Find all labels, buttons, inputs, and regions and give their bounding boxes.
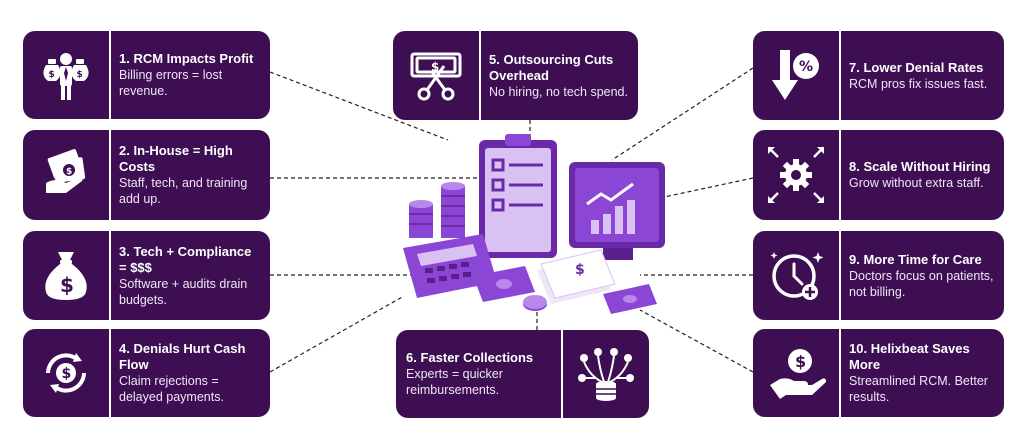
card-number: 2. — [119, 143, 130, 158]
card-title: Faster Collections — [420, 350, 534, 365]
banknote-icon — [603, 284, 657, 314]
receipt-dollar-sign: $ — [575, 262, 585, 278]
card-description: Experts = quicker reimbursements. — [406, 367, 503, 397]
monitor-chart-icon — [569, 162, 665, 260]
money-bags-person-icon: $$ — [43, 53, 89, 100]
card-number: 9. — [849, 251, 860, 267]
card-description: Claim rejections = delayed payments. — [119, 374, 224, 404]
card-scale-without-hiring: 8. Scale Without Hiring Grow without ext… — [753, 130, 1004, 220]
connector-4 — [269, 295, 405, 373]
receipt-stack-icon: $ — [537, 249, 616, 304]
card-more-time-for-care: 9. More Time for Care Doctors focus on p… — [753, 231, 1004, 320]
card-in-house-high-costs: $ 2. In-House = High Costs Staff, tech, … — [23, 130, 270, 220]
connector-7 — [611, 67, 754, 161]
dollar-cycle-icon: $ — [46, 353, 86, 393]
cash-in-hand-icon: $ — [46, 149, 86, 193]
card-description: Grow without extra staff. — [849, 176, 984, 190]
svg-text:$: $ — [60, 273, 74, 297]
card-number: 1. — [119, 51, 130, 66]
card-title: Helixbeat Saves More — [849, 341, 970, 372]
card-description: Staff, tech, and training add up. — [119, 176, 248, 206]
card-tech-compliance: $ 3. Tech + Compliance = $$$ Software + … — [23, 231, 270, 320]
card-title: Lower Denial Rates — [863, 59, 984, 75]
card-title: In-House = High Costs — [119, 143, 233, 174]
card-number: 4. — [119, 341, 130, 356]
card-description: Billing errors = lost revenue. — [119, 68, 223, 98]
money-bag-icon: $ — [45, 251, 87, 300]
database-network-icon — [578, 348, 634, 401]
calculator-icon — [403, 234, 497, 298]
card-number: 8. — [849, 159, 860, 174]
coin-icon — [523, 295, 547, 311]
card-rcm-impacts-profit: $$ 1. RCM Impacts Profit Billing errors … — [23, 31, 270, 119]
scissors-banknote-icon: $ — [410, 52, 462, 100]
coin-stack-icon — [409, 182, 465, 238]
card-lower-denial-rates: % 7. Lower Denial Rates RCM pros fix iss… — [753, 31, 1004, 120]
connector-1 — [269, 71, 449, 141]
finance-desk-illustration-icon: $ — [403, 134, 665, 314]
svg-text:$: $ — [62, 366, 72, 382]
card-description: Software + audits drain budgets. — [119, 276, 248, 307]
banknote-icon — [473, 266, 535, 302]
svg-text:$: $ — [49, 70, 55, 80]
card-number: 7. — [849, 59, 860, 75]
card-description: Doctors focus on patients, not billing. — [849, 268, 994, 299]
card-helixbeat-saves-more: $ 10. Helixbeat Saves More Streamlined R… — [753, 329, 1004, 417]
percent-down-arrow-icon: % — [772, 49, 819, 100]
card-title: More Time for Care — [863, 251, 982, 267]
svg-text:$: $ — [66, 167, 72, 177]
card-number: 6. — [406, 350, 417, 365]
card-outsourcing-cuts-overhead: $ 5. Outsourcing Cuts Overhead No hiring… — [393, 31, 638, 120]
connector-10 — [639, 309, 754, 373]
card-title: Tech + Compliance = $$$ — [119, 243, 252, 275]
card-number: 10. — [849, 341, 868, 356]
svg-text:$: $ — [795, 352, 806, 371]
card-description: Streamlined RCM. Better results. — [849, 374, 988, 404]
card-denials-hurt-cash-flow: $ 4. Denials Hurt Cash Flow Claim reject… — [23, 329, 270, 417]
clock-plus-icon — [770, 251, 824, 300]
card-title: Scale Without Hiring — [863, 159, 991, 174]
svg-text:$: $ — [431, 60, 439, 74]
dollar-hand-icon: $ — [770, 349, 826, 399]
connector-8 — [649, 177, 754, 201]
svg-text:%: % — [799, 59, 813, 75]
svg-text:$: $ — [77, 70, 83, 80]
card-faster-collections: 6. Faster Collections Experts = quicker … — [396, 330, 649, 418]
card-number: 5. — [489, 51, 500, 67]
gear-expand-icon — [768, 147, 824, 203]
clipboard-checklist-icon — [479, 134, 557, 258]
card-title: RCM Impacts Profit — [133, 51, 254, 66]
card-description: No hiring, no tech spend. — [489, 84, 628, 99]
card-title: Denials Hurt Cash Flow — [119, 341, 246, 372]
card-number: 3. — [119, 243, 130, 259]
card-title: Outsourcing Cuts Overhead — [489, 51, 614, 83]
card-description: RCM pros fix issues fast. — [849, 76, 988, 91]
